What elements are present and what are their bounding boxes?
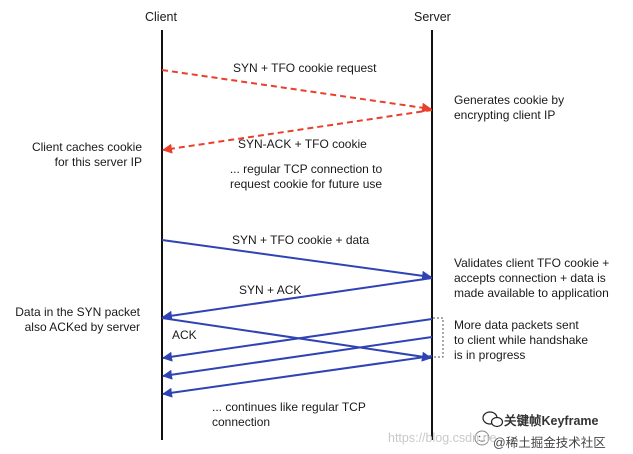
note-generates-cookie: Generates cookie by encrypting client IP xyxy=(454,93,564,123)
watermark-keyframe: 关键帧Keyframe xyxy=(504,414,599,428)
arrow-syn-ack xyxy=(162,277,433,321)
note-line: More data packets sent xyxy=(454,318,579,332)
note-line: ... continues like regular TCP xyxy=(212,400,366,414)
note-client-caches: Client caches cookie for this server IP xyxy=(18,140,142,170)
arrow-data-packet-1 xyxy=(162,318,433,362)
note-validates: Validates client TFO cookie + accepts co… xyxy=(454,256,609,301)
watermark-community: @稀土掘金技术社区 xyxy=(493,436,606,450)
note-line: encrypting client IP xyxy=(454,108,556,122)
note-line: made available to application xyxy=(454,286,609,300)
arrow-data-packet-2 xyxy=(162,336,433,380)
csdn-face-icon xyxy=(474,430,490,446)
note-line: Client caches cookie xyxy=(31,140,142,154)
arrow-syn-cookie-request xyxy=(161,69,432,113)
wechat-icon xyxy=(482,411,504,428)
note-data-syn: Data in the SYN packet also ACKed by ser… xyxy=(12,305,140,335)
label-syn-ack: SYN + ACK xyxy=(239,283,302,297)
note-line: connection xyxy=(212,415,271,429)
note-line: is in progress xyxy=(454,348,526,362)
note-continues: ... continues like regular TCP connectio… xyxy=(212,400,366,430)
server-header: Server xyxy=(414,10,451,24)
note-line: ... regular TCP connection to xyxy=(229,162,383,176)
note-line: accepts connection + data is xyxy=(454,271,606,285)
note-line: Validates client TFO cookie + xyxy=(454,256,610,270)
note-line: Data in the SYN packet xyxy=(15,305,140,319)
label-syn-cookie-data: SYN + TFO cookie + data xyxy=(232,233,370,247)
arrow-synack-cookie xyxy=(162,109,433,154)
note-line: also ACKed by server xyxy=(24,320,140,334)
note-line: for this server IP xyxy=(54,155,142,169)
data-packets-bracket xyxy=(433,317,444,358)
note-line: Generates cookie by xyxy=(454,93,565,107)
note-line: request cookie for future use xyxy=(229,177,383,191)
watermark-url: https://blog.csdn.ne xyxy=(388,431,497,445)
client-header: Client xyxy=(145,10,177,24)
note-line: to client while handshake xyxy=(454,333,589,347)
label-ack: ACK xyxy=(172,328,197,342)
arrow-data-packet-3 xyxy=(162,355,433,398)
note-regular-tcp: ... regular TCP connection to request co… xyxy=(216,162,396,192)
note-more-data: More data packets sent to client while h… xyxy=(454,318,588,363)
arrow-syn-cookie-data xyxy=(161,239,432,281)
label-synack-cookie: SYN-ACK + TFO cookie xyxy=(238,137,367,151)
label-syn-cookie-request: SYN + TFO cookie request xyxy=(233,61,377,75)
